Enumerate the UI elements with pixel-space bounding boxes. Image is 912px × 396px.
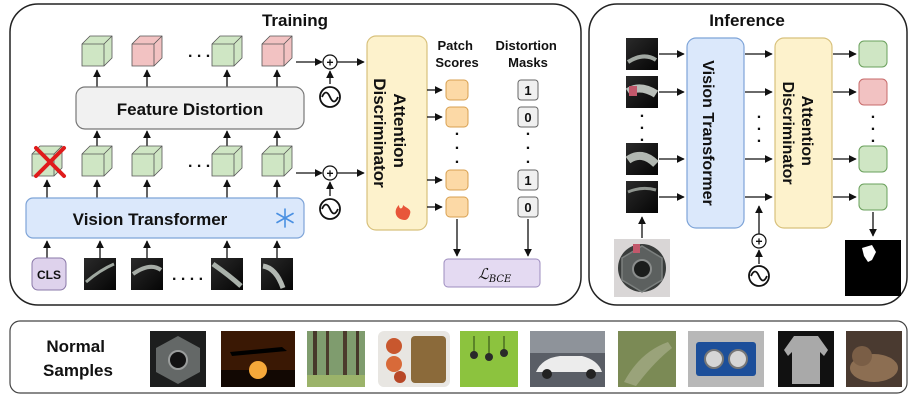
add-noise-inference: +: [748, 205, 770, 287]
mask-value: 0: [524, 200, 531, 215]
svg-text:ℒBCE: ℒBCE: [478, 265, 512, 285]
patch-score: [858, 40, 888, 68]
normal-sample-images: [150, 331, 902, 387]
image-patch: [261, 258, 293, 290]
ellipsis: . . . .: [188, 154, 219, 171]
bce-loss-block: ℒBCE: [443, 258, 541, 288]
sample-image-cat: [846, 331, 902, 387]
ellipsis: .: [455, 136, 459, 153]
ellipsis: .: [640, 128, 644, 145]
patch-score: [445, 79, 469, 101]
image-patch: [626, 181, 658, 213]
patch-score: [858, 145, 888, 173]
normal-samples-label: Normal Samples: [43, 337, 113, 380]
patch-score-anomalous: [858, 78, 888, 106]
svg-text:+: +: [326, 167, 333, 181]
image-patch: [625, 143, 659, 175]
feature-distortion-label: Feature Distortion: [117, 100, 263, 119]
image-patch: [131, 258, 163, 290]
image-patch-anomalous: [625, 76, 659, 108]
attention-discriminator-label: Attention Discriminator: [370, 78, 409, 188]
ellipsis: .: [757, 129, 761, 146]
sample-image-cherries: [460, 331, 518, 387]
ellipsis: .: [640, 104, 644, 121]
image-patch: [626, 38, 658, 70]
mask-value: 1: [524, 83, 531, 98]
ellipsis: . . . .: [188, 44, 219, 61]
ellipsis: . . . .: [172, 267, 203, 284]
feature-cube: [81, 35, 113, 67]
feature-cube-distorted: [131, 35, 163, 67]
inference-attention-discriminator-label: Attention Discriminator: [779, 81, 815, 184]
inference-vision-transformer-label: Vision Transformer: [699, 60, 716, 206]
normal-samples-panel: Normal Samples: [9, 320, 908, 394]
sample-image-bird: [618, 331, 676, 387]
cls-token: CLS: [31, 257, 67, 291]
add-noise-top: +: [296, 54, 365, 108]
mask-value: 1: [524, 173, 531, 188]
sample-image-metal-nut: [150, 331, 206, 387]
patch-score-column: . . .: [427, 79, 469, 257]
inference-title: Inference: [709, 11, 785, 30]
feature-cube: [261, 145, 293, 177]
distortion-masks-title: Distortion Masks: [495, 38, 560, 70]
noise-icon: [319, 86, 341, 108]
inference-attention-discriminator-block: Attention Discriminator: [774, 37, 833, 229]
feature-cube: [211, 145, 243, 177]
ellipsis: .: [455, 122, 459, 139]
add-noise-bottom: +: [296, 165, 365, 220]
feature-cube: [81, 145, 113, 177]
svg-text:+: +: [755, 235, 762, 249]
ellipsis: .: [526, 136, 530, 153]
ellipsis: .: [640, 116, 644, 133]
inference-vision-transformer-block: Vision Transformer: [686, 37, 745, 229]
sample-image-circuit-board: [688, 331, 764, 387]
mask-value: 0: [524, 110, 531, 125]
patch-scores-title: Patch Scores: [435, 38, 478, 70]
svg-text:+: +: [326, 56, 333, 70]
patch-score: [858, 183, 888, 211]
ellipsis: .: [871, 117, 875, 134]
feature-cube-distorted: [261, 35, 293, 67]
inference-patches: . . .: [625, 38, 659, 213]
ellipsis: .: [757, 105, 761, 122]
inference-input-image: [614, 239, 670, 297]
input-patches: . . . .: [84, 258, 293, 290]
noise-icon: [748, 265, 770, 287]
distortion-mask-column: 1 0 . . . 1 0: [517, 79, 539, 257]
ellipsis: .: [871, 105, 875, 122]
training-title: Training: [262, 11, 328, 30]
discard-cross-icon: [34, 146, 66, 178]
anomaly-mask-output: [845, 240, 901, 296]
ellipsis: .: [757, 117, 761, 134]
feature-cube: [131, 145, 163, 177]
svg-text:CLS: CLS: [37, 268, 61, 282]
ellipsis: .: [526, 122, 530, 139]
ellipsis: .: [455, 150, 459, 167]
image-patch: [211, 258, 243, 290]
sample-image-airplane-sunset: [221, 331, 295, 387]
patch-score: [445, 106, 469, 128]
patch-score: [445, 169, 469, 191]
vision-transformer-label: Vision Transformer: [73, 210, 228, 229]
patch-score: [445, 196, 469, 218]
sample-image-sweater: [778, 331, 834, 387]
vit-features: . . . .: [31, 145, 293, 178]
distorted-features: . . . .: [81, 35, 293, 67]
flame-icon: [395, 205, 411, 220]
feature-cube: [211, 35, 243, 67]
feature-distortion-block: Feature Distortion: [75, 86, 305, 130]
ellipsis: .: [871, 129, 875, 146]
sample-image-car: [530, 331, 605, 387]
attention-discriminator-block: Attention Discriminator: [366, 35, 428, 231]
snowflake-icon: [276, 208, 294, 228]
vision-transformer-block: Vision Transformer: [25, 197, 305, 239]
sample-image-food-tray: [378, 331, 450, 387]
sample-image-forest: [307, 331, 365, 387]
image-patch: [84, 258, 116, 290]
noise-icon: [319, 198, 341, 220]
inference-scores: . . .: [858, 40, 888, 237]
ellipsis: .: [526, 150, 530, 167]
